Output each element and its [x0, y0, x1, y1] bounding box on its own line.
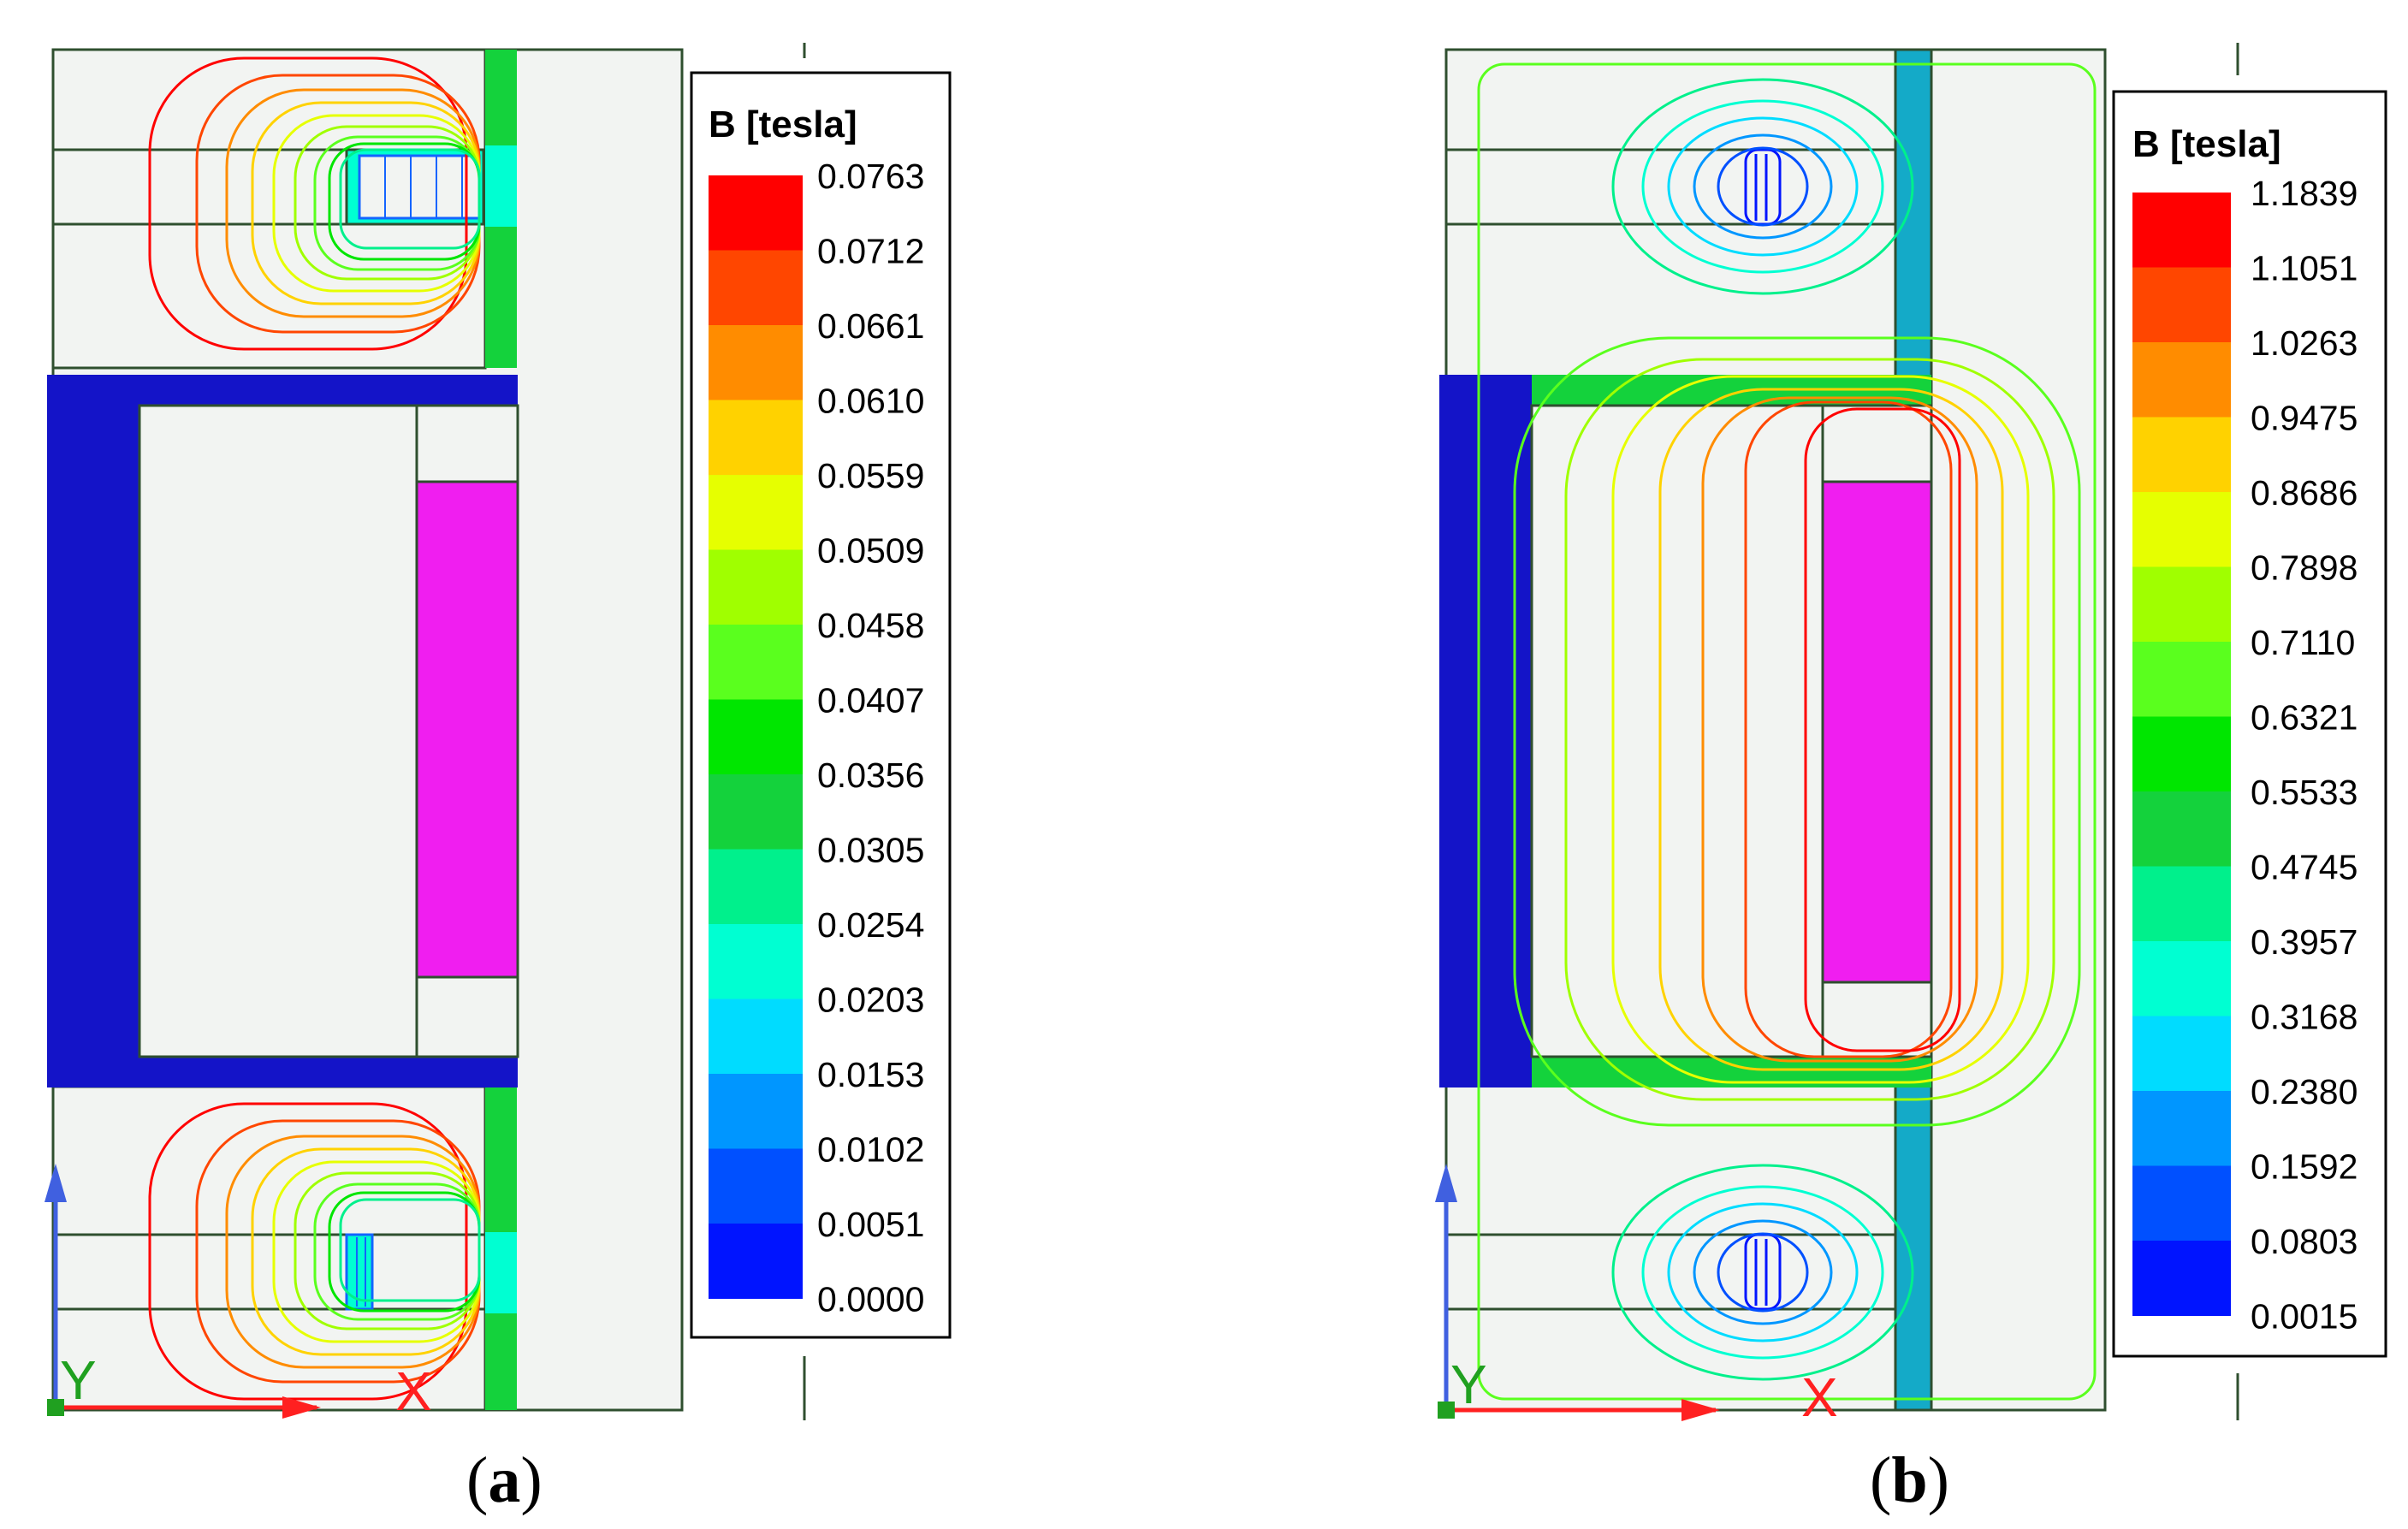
panel-a-caption: (a) [466, 1444, 543, 1516]
panel-b-core-left-leg [1439, 375, 1532, 1087]
panel-a-axes: Y X [44, 1164, 432, 1422]
legend-swatch [2132, 1016, 2231, 1092]
legend-value-label: 0.8686 [2251, 473, 2358, 513]
panel-a-x-axis-label: X [395, 1360, 432, 1422]
panel-a-legend-title: B [tesla] [709, 104, 857, 145]
legend-swatch [2132, 716, 2231, 792]
legend-swatch [709, 699, 803, 775]
legend-value-label: 0.0407 [817, 681, 924, 720]
panel-a-flux-contours-bottom [148, 1102, 481, 1401]
legend-swatch [2132, 791, 2231, 867]
legend-value-label: 0.0356 [817, 756, 924, 795]
panel-b-x-axis-label: X [1801, 1366, 1838, 1428]
panel-b-flux-contours-gap [1477, 62, 2097, 1401]
legend-swatch [709, 1074, 803, 1149]
panel-a-y-axis-label: Y [60, 1349, 97, 1411]
legend-value-label: 0.0305 [817, 831, 924, 870]
legend-value-label: 0.0763 [817, 157, 924, 196]
legend-value-label: 0.0803 [2251, 1222, 2358, 1261]
panel-b-core-gap-region [1530, 404, 1824, 1058]
panel-b-y-axis-label: Y [1450, 1354, 1487, 1415]
panel-b: Y X B [tesla] 1.1839 1.1051 1.0263 0.9475 0.… [1435, 43, 2387, 1516]
panel-b-legend-title: B [tesla] [2132, 123, 2281, 165]
legend-value-label: 1.1051 [2251, 249, 2358, 288]
legend-swatch [2132, 1241, 2231, 1316]
panel-b-conductor-top [1744, 148, 1782, 226]
legend-value-label: 0.0254 [817, 905, 924, 945]
legend-value-label: 0.5533 [2251, 773, 2358, 812]
panel-b-conductor-bottom [1744, 1233, 1782, 1311]
legend-value-label: 0.0509 [817, 531, 924, 571]
panel-a-conductor-bottom [345, 1233, 374, 1311]
legend-value-label: 0.0458 [817, 606, 924, 645]
legend-value-label: 1.0263 [2251, 323, 2358, 363]
legend-swatch [709, 475, 803, 550]
legend-value-label: 0.9475 [2251, 399, 2358, 438]
legend-value-label: 0.2380 [2251, 1072, 2358, 1111]
legend-value-label: 0.0102 [817, 1130, 924, 1170]
legend-value-label: 0.0015 [2251, 1297, 2358, 1336]
legend-swatch [2132, 1091, 2231, 1166]
panel-b-caption: (b) [1870, 1444, 1949, 1516]
legend-swatch [709, 250, 803, 326]
panel-a-shaft-bottom-band [485, 1232, 517, 1313]
legend-swatch [709, 849, 803, 925]
legend-value-label: 0.0203 [817, 981, 924, 1020]
legend-value-label: 0.0712 [817, 232, 924, 271]
panel-a-magnet [415, 480, 519, 979]
legend-swatch [2132, 417, 2231, 493]
panel-b-axes: Y X [1435, 1164, 1838, 1428]
legend-swatch [709, 774, 803, 850]
legend-swatch [2132, 492, 2231, 567]
legend-value-label: 1.1839 [2251, 174, 2358, 213]
legend-swatch [709, 1224, 803, 1299]
legend-value-label: 0.0153 [817, 1055, 924, 1094]
panel-b-legend-labels: 1.1839 1.1051 1.0263 0.9475 0.8686 0.7898 0.71… [2251, 174, 2358, 1336]
panel-b-legend-swatches [2132, 193, 2231, 1316]
legend-value-label: 0.0661 [817, 306, 924, 346]
legend-value-label: 0.0051 [817, 1205, 924, 1244]
legend-value-label: 0.1592 [2251, 1147, 2358, 1187]
panel-a-legend-labels: 0.0763 0.0712 0.0661 0.0610 0.0559 0.0509 0.04… [817, 157, 924, 1319]
panel-b-flux-contours-conductor [1611, 78, 1914, 1381]
legend-swatch [2132, 941, 2231, 1016]
panel-a-shaft-top-band [485, 145, 517, 227]
legend-value-label: 0.3168 [2251, 998, 2358, 1037]
legend-swatch [2132, 267, 2231, 343]
panel-a-conductor-top [345, 148, 485, 226]
legend-swatch [709, 549, 803, 625]
panel-b-legend: B [tesla] 1.1839 1.1051 1.0263 0.9475 0.8686… [2112, 90, 2387, 1358]
panel-a-legend: B [tesla] 0.0763 0.0712 0.0661 0.0610 0.0559… [690, 71, 952, 1339]
legend-value-label: 0.0000 [817, 1280, 924, 1319]
panel-a-legend-swatches [709, 175, 803, 1299]
legend-value-label: 0.3957 [2251, 922, 2358, 962]
legend-swatch [2132, 642, 2231, 717]
panel-a: Y X B [tesla] 0.07630.07120.06610.06100.… [44, 43, 952, 1516]
legend-swatch [709, 1148, 803, 1224]
legend-swatch [709, 924, 803, 999]
legend-swatch [709, 999, 803, 1075]
legend-swatch [2132, 193, 2231, 268]
legend-value-label: 0.6321 [2251, 698, 2358, 738]
legend-swatch [2132, 866, 2231, 942]
panel-a-core-left-leg [47, 375, 139, 1087]
panel-b-magnet [1821, 480, 1933, 984]
legend-value-label: 0.0559 [817, 456, 924, 495]
legend-swatch [709, 175, 803, 251]
legend-swatch [2132, 342, 2231, 418]
legend-value-label: 0.7898 [2251, 548, 2358, 588]
legend-value-label: 0.7110 [2251, 623, 2355, 662]
legend-value-label: 0.4745 [2251, 848, 2358, 887]
legend-swatch [709, 625, 803, 700]
panel-a-flux-contours-top [148, 56, 481, 351]
legend-value-label: 0.0610 [817, 382, 924, 421]
legend-swatch [709, 325, 803, 400]
panel-a-core-gap-region [138, 404, 418, 1058]
legend-swatch [2132, 566, 2231, 643]
legend-swatch [2132, 1165, 2231, 1242]
legend-swatch [709, 400, 803, 476]
